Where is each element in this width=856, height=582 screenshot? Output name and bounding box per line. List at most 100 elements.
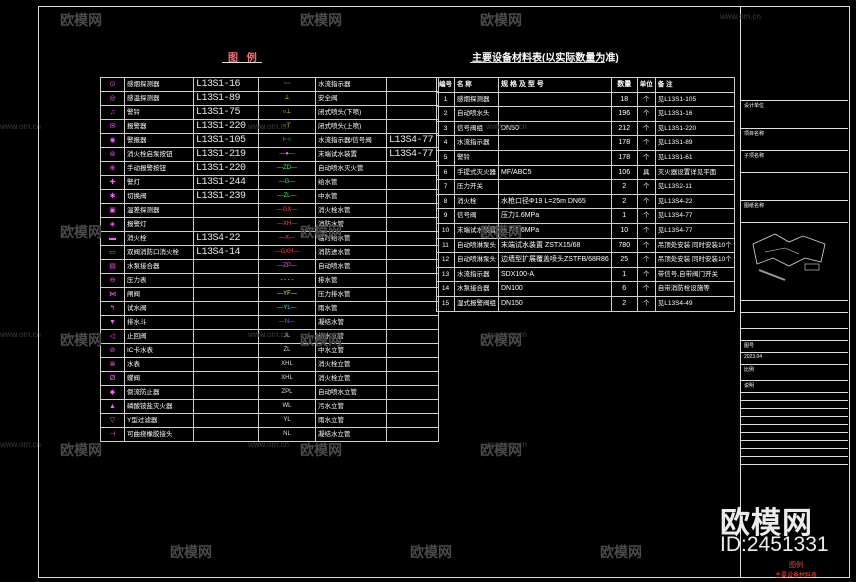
watermark-brand: 欧模网 — [60, 442, 102, 458]
equipment-note: 灭火器设置详见平面 — [654, 164, 735, 181]
title-block-divider — [740, 400, 848, 401]
pipe-name: 末端试水装置 — [315, 147, 387, 162]
pipe-symbol: —ZL— — [258, 189, 316, 204]
pipe-code — [386, 427, 439, 442]
horn-icon: ◉ — [100, 133, 125, 148]
title-block-text: 说明 — [744, 383, 755, 389]
equipment-title: 主要设备材料表(以实际数量为准) — [472, 53, 619, 64]
legend-code: L13S1-105 — [193, 133, 259, 148]
equipment-qty: 10 — [610, 222, 638, 239]
equipment-unit: 个 — [636, 208, 656, 224]
siren-icon: ◈ — [100, 217, 125, 232]
pipe-name: 闭式喷头(下喷) — [315, 105, 387, 120]
equipment-note: 带信号,自带阀门开关 — [654, 266, 735, 283]
equipment-note: 见L13S1-16 — [654, 106, 735, 122]
equipment-unit: 个 — [636, 149, 656, 166]
legend-code: L13S1-220 — [193, 161, 259, 176]
pipe-code — [386, 287, 439, 302]
watermark-brand: 欧模网 — [480, 442, 522, 458]
equipment-spec: SDX100-A — [498, 266, 612, 283]
legend-name: 闸阀 — [124, 287, 194, 302]
manual-alarm-icon: ⊕ — [100, 161, 125, 176]
equipment-qty: 2 — [610, 193, 638, 210]
pipe-symbol: —●— — [258, 147, 316, 162]
butterfly-valve-icon: Ø — [100, 371, 125, 386]
equipment-note: 见L13S1-105 — [654, 91, 735, 108]
title-block-text: 2023.04 — [744, 354, 763, 360]
legend-name: 消火栓 — [124, 231, 194, 246]
title-block-divider — [740, 432, 848, 433]
equipment-name: 压力开关 — [454, 179, 499, 195]
equipment-no: 9 — [436, 208, 455, 224]
watermark-brand: 欧模网 — [170, 544, 212, 560]
watermark-brand: 欧模网 — [410, 544, 452, 560]
watermark-brand: 欧模网 — [300, 12, 342, 28]
pipe-symbol: —ZP— — [258, 259, 316, 274]
pipe-code — [386, 385, 439, 400]
watermark-url: www.om.cn — [486, 440, 527, 449]
watermark-brand: 欧模网 — [60, 332, 102, 348]
watermark-url: www.om.cn — [0, 440, 41, 449]
legend-row: ▼排水斗—N—凝结水管 — [100, 315, 439, 330]
equipment-no: 4 — [436, 135, 455, 151]
legend-code — [193, 413, 259, 428]
equipment-spec: 水枪口径Φ19 L=25m DN65 — [498, 193, 612, 210]
pipe-symbol: XHL — [258, 357, 316, 372]
legend-code — [193, 287, 259, 302]
legend-code — [193, 301, 259, 316]
brand-id: ID:2451331 — [720, 533, 829, 556]
equipment-qty: 25 — [610, 252, 638, 268]
pipe-name: 凝结水管 — [315, 315, 387, 330]
pipe-symbol: ⊢○ — [258, 133, 316, 148]
equipment-qty: 1 — [610, 266, 638, 283]
pipe-code — [386, 259, 439, 274]
equipment-qty: 2 — [610, 295, 638, 312]
equipment-spec — [498, 91, 612, 108]
drain-icon: ▼ — [100, 315, 125, 330]
pipe-symbol: YL — [258, 413, 316, 428]
pipe-code — [386, 301, 439, 316]
legend-row: ◈报警灯—XH—消防水管 — [100, 217, 439, 232]
title-block-divider — [740, 440, 848, 441]
pipe-symbol: —YF— — [258, 287, 316, 302]
equipment-no: 2 — [436, 106, 455, 122]
equipment-note: 见L13S1-220 — [654, 120, 735, 137]
pipe-code: L13S4-77 — [386, 133, 439, 148]
gas-detector-icon: ✉ — [100, 119, 125, 134]
flex-joint-icon: ⊣ — [100, 427, 125, 442]
legend-code: L13S1-244 — [193, 175, 259, 190]
equipment-qty: 196 — [610, 106, 638, 122]
equipment-no: 7 — [436, 179, 455, 195]
legend-code — [193, 203, 259, 218]
pipe-name: 消防进水管 — [315, 245, 387, 260]
pipe-code — [386, 119, 439, 134]
title-block-divider — [740, 352, 848, 353]
equipment-unit: 个 — [636, 237, 656, 254]
sheet-title-main: 图例 — [789, 562, 803, 569]
heat-detector-icon: ◎ — [100, 91, 125, 106]
pipe-code — [386, 343, 439, 358]
pipe-name: 雨水管 — [315, 301, 387, 316]
title-block-divider — [740, 340, 848, 341]
legend-row: ▤水泵接合器—ZP—自动喷水管 — [100, 259, 439, 274]
pipe-code — [386, 245, 439, 260]
watermark-url: www.om.cn — [0, 330, 41, 339]
equipment-no: 5 — [436, 149, 455, 166]
legend-name: 蝶阀 — [124, 371, 194, 386]
pipe-symbol: ~~ — [258, 77, 316, 92]
equipment-qty: 178 — [610, 135, 638, 151]
equipment-no: 11 — [436, 237, 455, 254]
equipment-name: 警铃 — [454, 149, 499, 166]
